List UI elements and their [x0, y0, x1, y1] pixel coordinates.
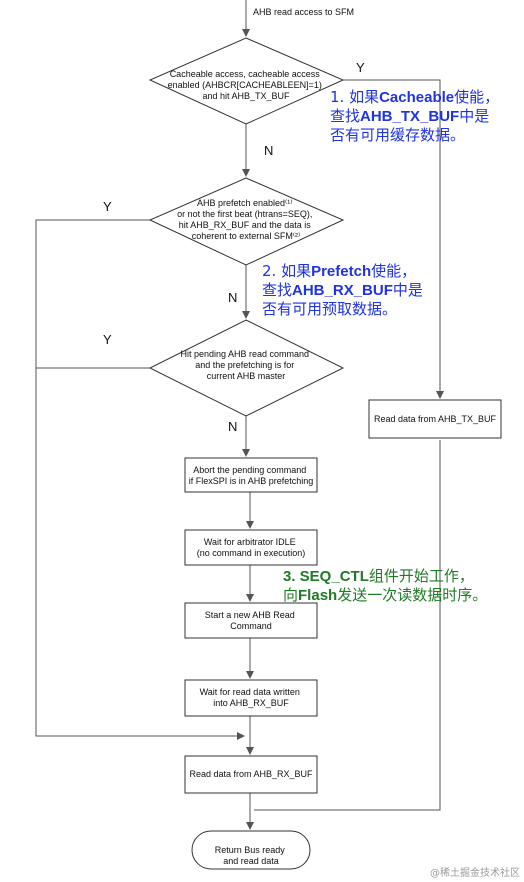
edge-prefetch-yes	[35, 219, 245, 740]
edge-label-cacheable-yes: Y	[356, 60, 365, 75]
watermark: @稀土掘金技术社区	[430, 866, 520, 879]
edge-cacheable-yes	[343, 79, 444, 399]
decision-prefetch-text: AHB prefetch enabled⁽¹⁾ or not the first…	[177, 198, 315, 241]
annotation-cacheable: 1. 如果Cacheable使能， 查找AHB_TX_BUF中是 否有可用缓存数…	[330, 88, 500, 144]
process-start-cmd-text: Start a new AHB Read Command	[205, 610, 298, 631]
edge-label-prefetch-yes: Y	[103, 199, 112, 214]
process-read-rx-buf-text: Read data from AHB_RX_BUF	[189, 769, 313, 779]
decision-pending	[148, 319, 345, 417]
edge-label-prefetch-no: N	[228, 290, 237, 305]
decision-pending-text: Hit pending AHB read command and the pre…	[180, 349, 311, 381]
decision-cacheable-text: Cacheable access, cacheable access enabl…	[168, 69, 325, 101]
edge-label-pending-no: N	[228, 419, 237, 434]
connectors	[35, 0, 444, 830]
process-abort	[184, 457, 318, 493]
process-read-tx-buf	[368, 399, 502, 439]
process-read-tx-buf-text: Read data from AHB_TX_BUF	[374, 414, 497, 424]
terminal-return-text: Return Bus ready and read data	[215, 845, 288, 866]
edge-label-cacheable-no: N	[264, 143, 273, 158]
process-wait-idle	[184, 529, 318, 566]
process-abort-text: Abort the pending command if FlexSPI is …	[189, 465, 314, 486]
process-read-rx-buf	[184, 755, 318, 794]
process-wait-data-text: Wait for read data written into AHB_RX_B…	[200, 687, 303, 708]
entry-label: AHB read access to SFM	[253, 7, 354, 17]
process-start-cmd	[184, 602, 318, 639]
decision-prefetch	[148, 177, 345, 266]
edge-label-pending-yes: Y	[103, 332, 112, 347]
process-wait-idle-text: Wait for arbitrator IDLE (no command in …	[197, 537, 306, 558]
terminal-return	[191, 830, 311, 870]
annotation-prefetch: 2. 如果Prefetch使能， 查找AHB_RX_BUF中是 否有可用预取数据…	[262, 262, 423, 318]
decision-cacheable	[148, 37, 345, 125]
edge-tx-read-return	[254, 440, 441, 811]
process-wait-data	[184, 679, 318, 717]
annotation-seq-ctl: 3. SEQ_CTL组件开始工作， 向Flash发送一次读数据时序。	[283, 567, 488, 604]
